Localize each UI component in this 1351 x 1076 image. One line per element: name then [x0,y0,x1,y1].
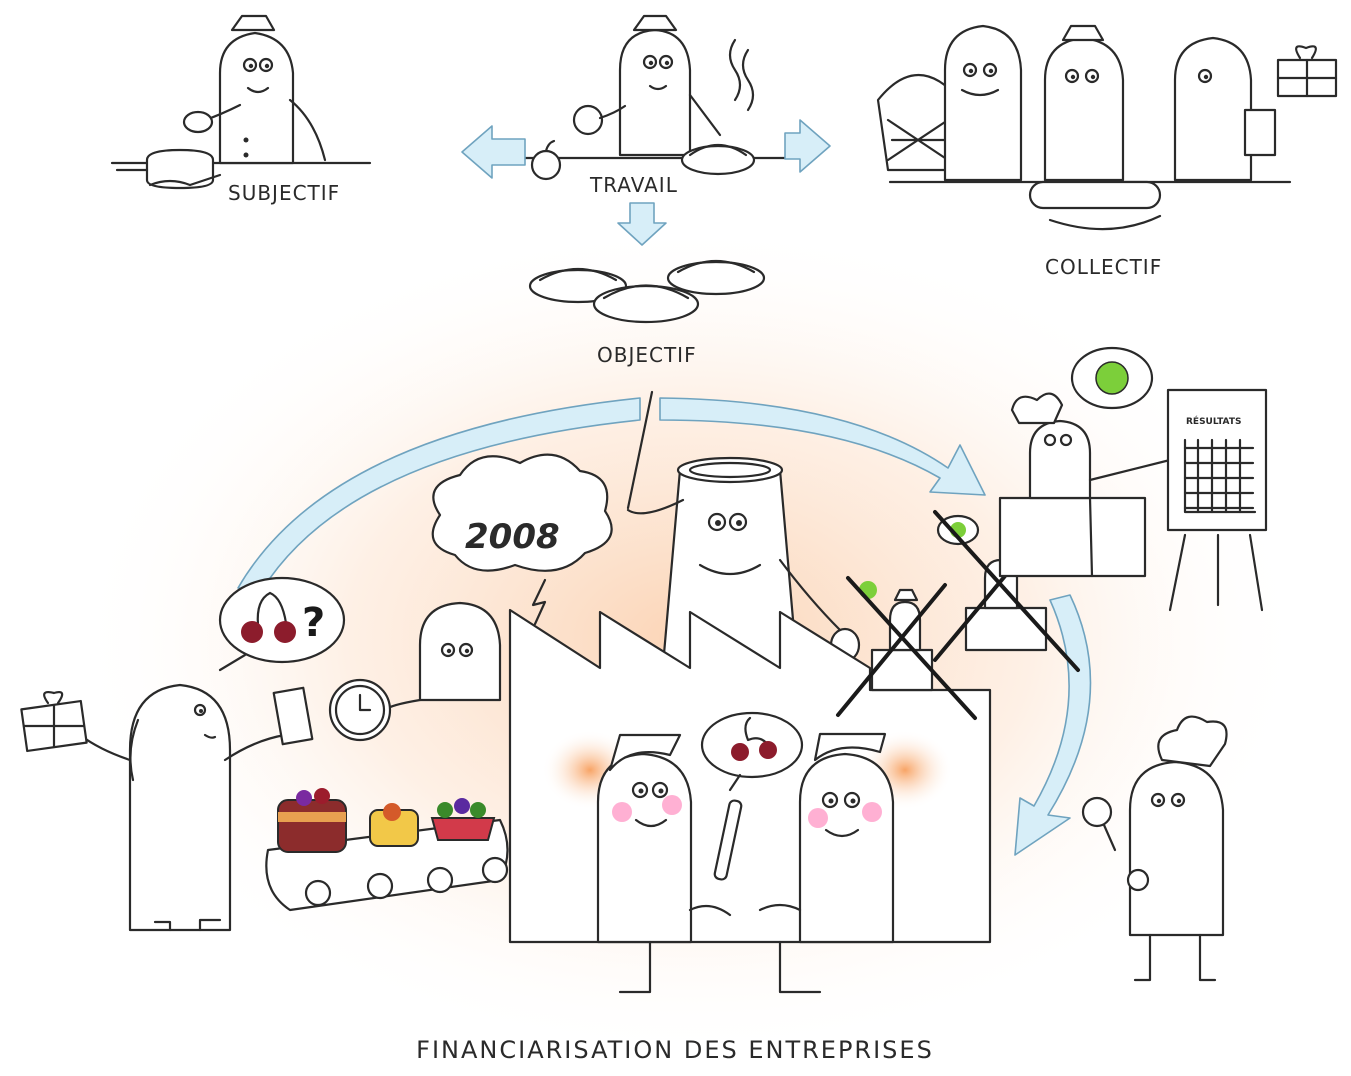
label-subjectif: SUBJECTIF [228,181,340,205]
arrow-left-icon [461,125,526,179]
customer-woman [20,576,346,932]
cake-icon [430,817,496,841]
question-mark: ? [302,600,325,646]
apple-icon [859,581,877,599]
conveyor-belt [265,788,509,912]
subjectif-scene [110,14,372,190]
cloud-year: 2008 [465,517,560,557]
factory-chefs [596,732,895,994]
thought-cloud [431,453,613,626]
collectif-scene [876,24,1338,231]
pies-illustration [528,259,766,324]
cherry-icon [274,621,296,643]
cake-icon [277,799,347,853]
apple-icon [1095,361,1129,395]
cheek-right-2 [862,802,882,822]
cross-mark-1 [836,576,977,720]
crossed-out-employees [836,508,1080,720]
cherry-icon [759,741,777,759]
cherry-bubble [700,711,804,792]
results-board-title: RÉSULTATS [1186,415,1241,427]
cheek-right-1 [808,808,828,828]
cherry-icon [241,621,263,643]
cherry-icon [731,743,749,761]
arrow-down-icon [617,202,667,246]
label-collectif: COLLECTIF [1045,255,1162,279]
cheek-left-1 [612,802,632,822]
clock-figure [328,601,502,742]
travail-scene [461,14,831,246]
curved-arrow-top-right-icon [659,397,986,496]
caption: FINANCIARISATION DES ENTREPRISES [416,1036,934,1064]
curved-arrow-left-icon [237,397,641,591]
cheek-left-2 [662,795,682,815]
inspector-chef [1081,715,1228,982]
results-presenter [998,346,1268,612]
arrow-right-icon [784,119,831,173]
label-travail: TRAVAIL [589,173,678,197]
label-objectif: OBJECTIF [597,343,697,367]
